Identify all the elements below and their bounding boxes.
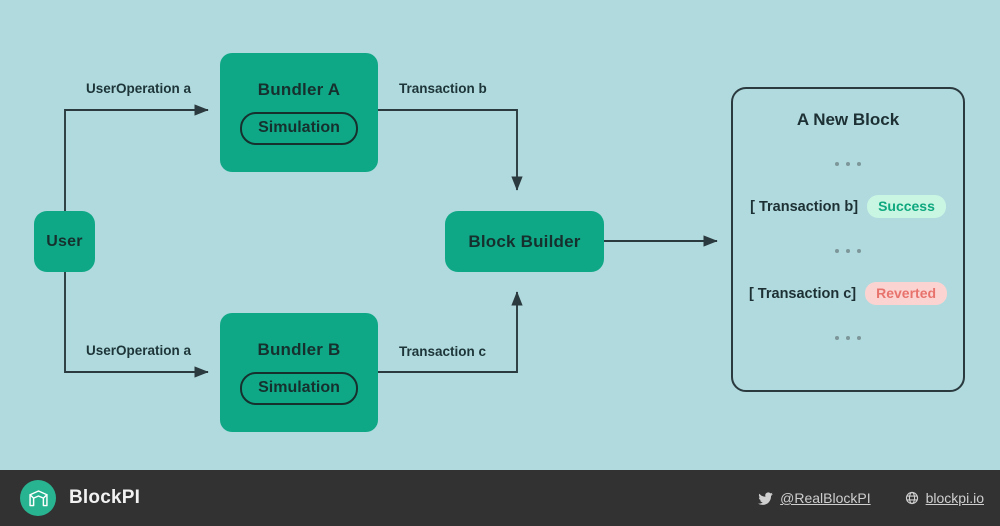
twitter-icon	[758, 491, 773, 505]
wire-bundler-b-to-builder	[378, 291, 523, 373]
transaction-name: [ Transaction b]	[750, 198, 859, 215]
edge-label-bundler-b-to-builder: Transaction c	[399, 344, 487, 359]
bundler-b-simulation-pill: Simulation	[240, 372, 358, 405]
node-bundler-a[interactable]: Bundler A Simulation	[220, 53, 378, 172]
website-label: blockpi.io	[925, 490, 984, 506]
status-badge: Reverted	[865, 282, 948, 305]
transaction-name: [ Transaction c]	[748, 285, 857, 302]
ellipsis-top	[835, 158, 861, 170]
node-bundler-a-label: Bundler A	[257, 80, 341, 100]
status-badge: Success	[867, 195, 946, 218]
website-link[interactable]: blockpi.io	[905, 490, 984, 506]
diagram-canvas: User Bundler A Simulation Bundler B Simu…	[34, 53, 965, 432]
new-block-panel: A New Block [ Transaction b] Success [ T…	[731, 87, 965, 392]
connector-lines	[64, 104, 718, 378]
bundler-a-simulation-pill: Simulation	[240, 112, 358, 145]
wire-bundler-a-to-builder	[378, 109, 523, 191]
wire-user-to-bundler-a	[64, 104, 209, 241]
wire-user-to-bundler-b	[64, 241, 209, 378]
footer-links: @RealBlockPI blockpi.io	[758, 490, 984, 506]
twitter-link[interactable]: @RealBlockPI	[758, 490, 871, 506]
edge-label-user-to-bundler-a: UserOperation a	[86, 81, 192, 96]
node-block-builder-label: Block Builder	[468, 231, 581, 251]
node-block-builder[interactable]: Block Builder	[445, 211, 604, 272]
globe-icon	[905, 491, 919, 505]
edge-label-bundler-a-to-builder: Transaction b	[399, 81, 487, 96]
edge-label-user-to-bundler-b: UserOperation a	[86, 343, 192, 358]
blockpi-cube-icon	[20, 480, 56, 516]
new-block-title: A New Block	[796, 110, 900, 129]
node-user[interactable]: User	[34, 211, 95, 272]
twitter-handle-label: @RealBlockPI	[780, 490, 871, 506]
ellipsis-middle	[835, 245, 861, 257]
node-user-label: User	[46, 232, 83, 250]
footer-bar: BlockPI @RealBlockPI	[0, 470, 1000, 526]
node-bundler-b-label: Bundler B	[257, 340, 341, 360]
brand-name: BlockPI	[69, 487, 141, 508]
ellipsis-bottom	[835, 332, 861, 344]
node-bundler-b[interactable]: Bundler B Simulation	[220, 313, 378, 432]
table-row[interactable]: [ Transaction c] Reverted	[748, 282, 948, 305]
table-row[interactable]: [ Transaction b] Success	[750, 195, 946, 218]
footer-brand[interactable]: BlockPI	[20, 480, 140, 516]
